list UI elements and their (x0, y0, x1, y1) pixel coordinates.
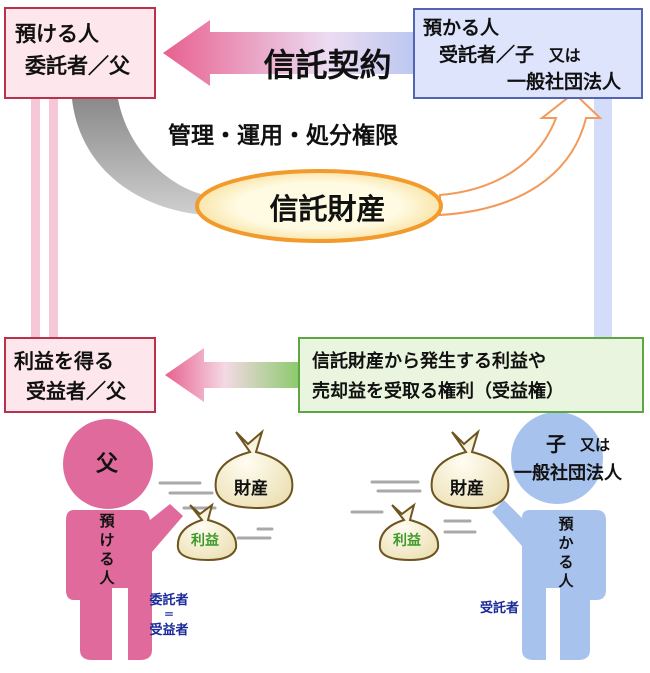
benefit-arrow (165, 348, 298, 402)
child-head (511, 412, 603, 504)
trust-contract-label: 信託契約 (263, 46, 392, 84)
beneficial-right-line1: 信託財産から発生する利益や (312, 351, 546, 372)
property-flow-arc-left (72, 99, 205, 215)
property-bag-left (214, 429, 294, 510)
father-role-equals: ＝ (164, 610, 174, 621)
beneficial-right-box: 信託財産から発生する利益や 売却益を受取る権利（受益権） (298, 337, 644, 413)
trustee-box-line1: 預かる人 (423, 17, 500, 39)
property-bag-left-label: 財産 (234, 479, 268, 499)
child-or: 又は (580, 436, 611, 454)
child-role-vertical: 預かる人 (558, 515, 574, 590)
powers-label: 管理・運用・処分権限 (168, 123, 398, 149)
contract-arrow (163, 20, 494, 86)
property-bag-right (430, 429, 510, 510)
trustee-box-line3: 一般社団法人 (507, 71, 622, 93)
father-body (66, 504, 183, 660)
beneficiary-box-line2: 受益者／父 (26, 379, 126, 403)
father-role-line1: 委託者 (149, 593, 189, 608)
father-role-vertical: 預ける人 (99, 512, 115, 587)
beneficiary-box: 利益を得る 受益者／父 (4, 337, 156, 413)
child-body (492, 500, 606, 660)
settlor-box-line2: 委託者／父 (25, 54, 130, 78)
motion-lines (158, 480, 477, 540)
settlor-box: 預ける人 委託者／父 (4, 7, 156, 99)
settlor-line-1 (31, 99, 40, 337)
trust-property-label: 信託財産 (269, 192, 386, 226)
trustee-line (594, 99, 612, 337)
profit-bag-left-label: 利益 (191, 533, 219, 549)
child-figure (492, 412, 606, 660)
settlor-box-line1: 預ける人 (15, 22, 99, 46)
property-flow-arrow-right (439, 91, 603, 217)
father-figure (63, 419, 183, 660)
beneficial-right-line2: 売却益を受取る権利（受益権） (312, 381, 564, 402)
father-role-line2: 受益者 (149, 623, 189, 638)
father-role: 委託者 ＝ 受益者 (142, 592, 196, 640)
child-role: 受託者 (480, 601, 520, 616)
child-alt-name: 一般社団法人 (514, 463, 622, 484)
father-name: 父 (96, 452, 119, 477)
settlor-line-2 (49, 99, 58, 337)
trustee-box-or: 又は (548, 46, 581, 65)
profit-bag-left (176, 502, 238, 562)
beneficiary-box-line1: 利益を得る (14, 349, 114, 373)
profit-bag-right-label: 利益 (393, 533, 421, 549)
trustee-box-line2: 受託者／子 (439, 44, 535, 66)
profit-bag-right (378, 502, 440, 562)
child-name: 子 (546, 432, 566, 456)
trustee-box: 預かる人 受託者／子 又は 一般社団法人 (413, 8, 643, 99)
father-head (63, 419, 153, 509)
property-bag-right-label: 財産 (450, 479, 484, 499)
trust-property-oval (195, 169, 443, 243)
